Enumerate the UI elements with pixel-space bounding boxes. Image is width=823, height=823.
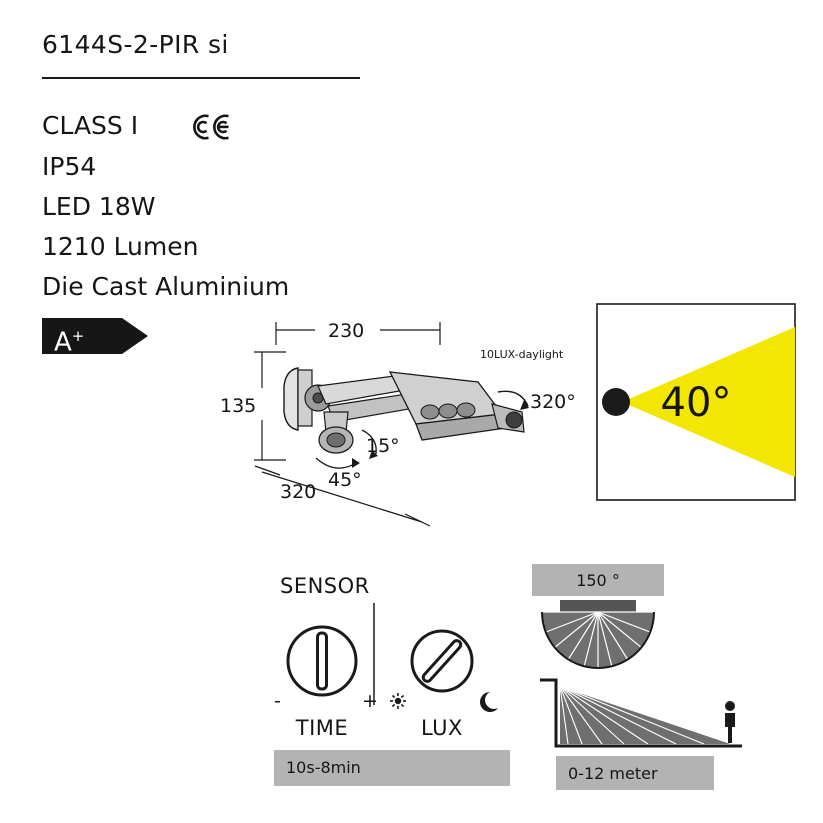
title-divider xyxy=(42,77,360,79)
detection-coverage-diagram: 150 ° xyxy=(520,560,790,800)
lamp-dimension-diagram: 230 135 320 xyxy=(220,300,600,550)
lux-daylight-note: 10LUX-daylight xyxy=(480,348,564,361)
time-label: TIME xyxy=(295,716,348,740)
spec-ip-rating: IP54 xyxy=(42,152,97,181)
sensor-heading: SENSOR xyxy=(280,574,370,598)
lux-label: LUX xyxy=(421,716,463,740)
time-minus-label: - xyxy=(274,690,281,712)
lamp-height-label: 135 xyxy=(220,395,256,417)
time-knob-icon xyxy=(286,625,358,697)
time-range-label: 10s-8min xyxy=(286,758,361,777)
lamp-tilt-up-label: 15° xyxy=(366,435,400,457)
lamp-depth-label: 320 xyxy=(280,481,316,503)
moon-icon xyxy=(480,692,498,712)
spec-class: CLASS I xyxy=(42,111,139,140)
energy-class-badge: A+ xyxy=(40,316,150,357)
energy-class-label: A+ xyxy=(54,322,84,357)
spec-lumen: 1210 Lumen xyxy=(42,232,199,261)
spec-material: Die Cast Aluminium xyxy=(42,272,290,301)
ce-mark-icon xyxy=(192,113,236,141)
beam-angle-label: 40° xyxy=(661,380,732,426)
beam-angle-diagram: 40° xyxy=(596,303,796,501)
energy-class-sup: + xyxy=(71,327,85,345)
side-view-coverage xyxy=(540,678,742,748)
page-title: 6144S-2-PIR si xyxy=(42,30,229,59)
coverage-angle-label: 150 ° xyxy=(576,571,620,590)
top-view-fan-icon xyxy=(541,611,655,669)
energy-class-letter: A xyxy=(54,327,72,358)
lamp-width-label: 230 xyxy=(328,320,364,342)
spec-led-power: LED 18W xyxy=(42,192,156,221)
sun-icon xyxy=(390,693,406,709)
lamp-rotation-label: 320° xyxy=(530,391,576,413)
time-plus-label: + xyxy=(362,690,378,712)
lux-knob-icon xyxy=(410,629,474,693)
sensor-controls-diagram: SENSOR - + TIME xyxy=(262,565,522,790)
coverage-range-label: 0-12 meter xyxy=(568,764,658,783)
person-icon xyxy=(725,701,735,743)
lamp-tilt-down-label: 45° xyxy=(328,469,362,491)
